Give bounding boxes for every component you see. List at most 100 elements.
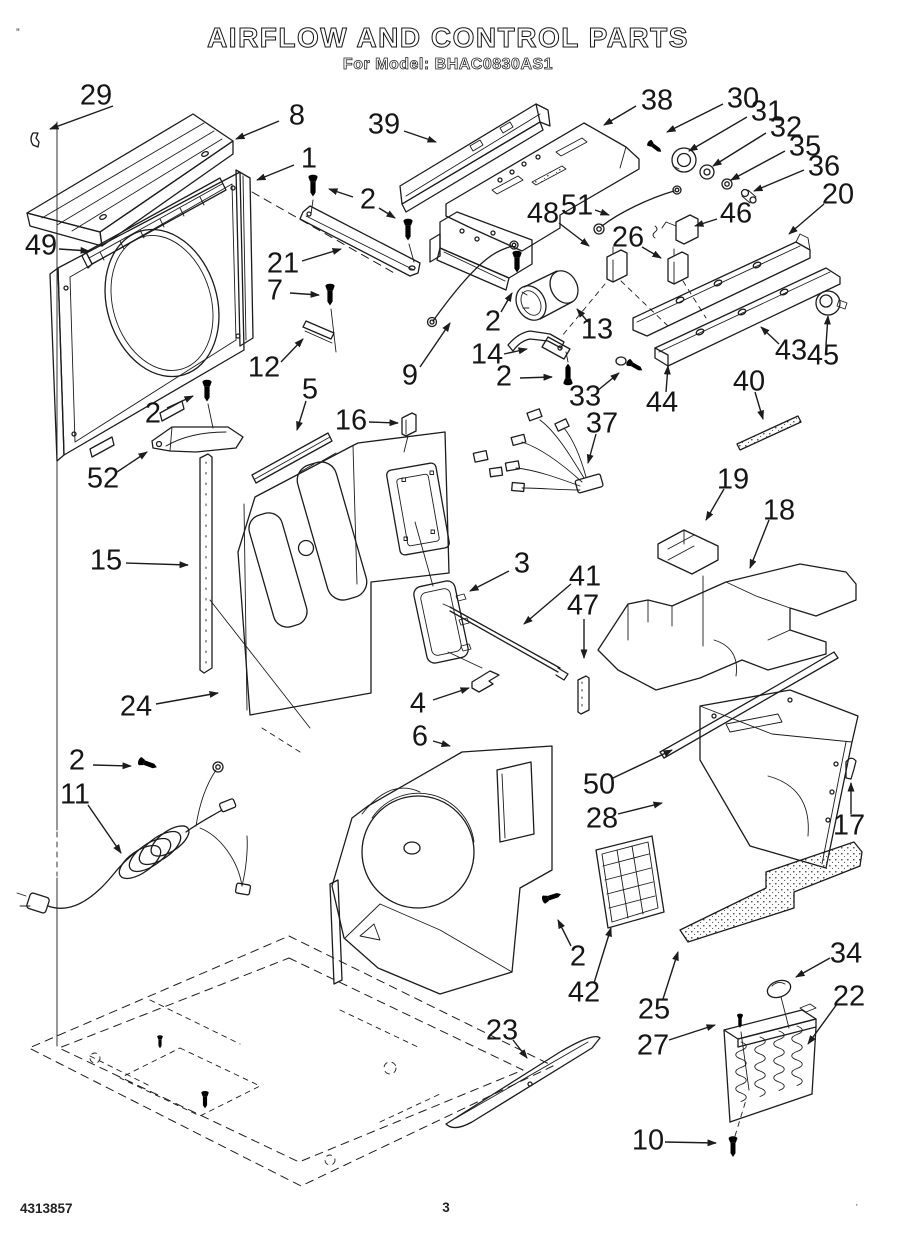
- callout-label: 52: [87, 463, 119, 495]
- callout-label: 39: [368, 109, 400, 141]
- part-capacitor-13: [515, 270, 579, 321]
- callout-label: 17: [833, 810, 865, 842]
- callout-label: 1: [301, 143, 317, 175]
- part-rail-5: [251, 432, 333, 484]
- callout-label: 23: [486, 1015, 518, 1047]
- part-spacer-47: [577, 675, 590, 715]
- callout-label: 14: [471, 339, 503, 371]
- callout-leader: [753, 169, 805, 192]
- callout-leader: [694, 218, 718, 227]
- callout-label: 46: [720, 198, 752, 230]
- callout-leader: [730, 150, 786, 181]
- callout-leader: [788, 203, 825, 235]
- part-bulkhead-24: [237, 431, 450, 753]
- callout-label: 43: [775, 335, 807, 367]
- scan-mark-top-left: ”: [16, 27, 20, 39]
- callout-leader: [432, 687, 470, 701]
- callout-label: 49: [25, 230, 57, 262]
- callout-leader: [603, 105, 637, 126]
- callout-label: 47: [567, 590, 599, 622]
- part-air-duct-18: [597, 563, 857, 691]
- part-screw-10: [728, 1099, 747, 1157]
- callout-leader: [280, 338, 304, 363]
- callout-leader: [296, 400, 307, 431]
- callout-label: 32: [770, 112, 802, 144]
- part-blade-23: [445, 1035, 601, 1129]
- part-rod-41: [442, 603, 569, 681]
- callout-leader: [301, 248, 342, 262]
- part-power-cord-11: [16, 756, 252, 914]
- callout-label: 37: [586, 408, 618, 440]
- callout-label: 13: [581, 314, 613, 346]
- callout-leader: [523, 583, 572, 625]
- part-grommet-33: [615, 356, 645, 374]
- callout-label: 44: [646, 387, 678, 419]
- scan-mark-bottom-right: ·: [855, 1199, 859, 1211]
- callout-label: 11: [60, 779, 90, 811]
- callout-label: 30: [727, 83, 759, 115]
- callout-label: 33: [569, 381, 601, 413]
- callout-leader: [166, 395, 194, 409]
- callout-label: 8: [289, 100, 305, 132]
- callout-label: 42: [568, 977, 600, 1009]
- callout-leader: [594, 208, 610, 216]
- model-subtitle: For Model: BHAC0830AS1: [343, 56, 553, 73]
- callout-leader: [519, 373, 553, 381]
- callout-label: 18: [763, 495, 795, 527]
- callout-leader: [760, 326, 780, 345]
- part-rear-panel-28: [699, 689, 859, 869]
- callout-leader: [469, 570, 510, 592]
- callout-label: 7: [267, 275, 283, 307]
- callout-label: 12: [248, 352, 280, 384]
- callout-leader: [807, 1003, 838, 1045]
- callout-label: 51: [561, 190, 593, 222]
- part-control-bracket-38: [445, 122, 640, 252]
- part-front-frame: [49, 171, 245, 462]
- callout-label: 34: [830, 938, 862, 970]
- callout-leader: [705, 488, 725, 521]
- doc-number: 4313857: [20, 1201, 73, 1216]
- callout-label: 31: [751, 96, 783, 128]
- part-control-chassis: [429, 211, 533, 291]
- callout-label: 10: [632, 1125, 664, 1157]
- callout-label: 38: [641, 85, 673, 117]
- callout-label: 50: [583, 769, 615, 801]
- part-top-cover-8: [26, 113, 234, 247]
- callout-leader: [155, 691, 219, 705]
- callout-leader: [328, 188, 354, 198]
- callout-label: 40: [733, 366, 765, 398]
- part-strap-14: [507, 330, 573, 386]
- callout-leader: [795, 957, 831, 978]
- callout-leader: [125, 561, 189, 569]
- callout-label: 5: [302, 374, 318, 406]
- part-foam-25: [679, 841, 863, 943]
- callout-leader: [116, 451, 148, 473]
- part-strip-15: [199, 453, 311, 729]
- part-clip-4: [471, 670, 500, 693]
- callout-label: 2: [69, 745, 85, 777]
- callout-label: 25: [638, 994, 670, 1026]
- callout-leader: [49, 105, 114, 130]
- callout-leader: [754, 391, 764, 420]
- callout-label: 15: [90, 545, 122, 577]
- part-curved-strip-50: [659, 651, 839, 759]
- callout-leader: [503, 347, 528, 355]
- callout-leader: [235, 120, 280, 140]
- part-rail-39: [399, 103, 551, 213]
- callout-label: 29: [80, 80, 112, 112]
- part-ground-wire-51: [593, 185, 682, 235]
- callout-label: 4: [410, 688, 426, 720]
- callout-leader: [256, 164, 295, 181]
- part-bracket-52: [151, 379, 244, 453]
- part-screw-7-bar-12: [302, 283, 337, 353]
- callout-label: 41: [569, 561, 601, 593]
- callout-label: 35: [789, 131, 821, 163]
- callout-label: 48: [527, 198, 559, 230]
- callout-label: 36: [808, 151, 840, 183]
- callout-leader: [92, 762, 132, 770]
- callout-leader: [663, 365, 671, 393]
- callout-label: 28: [586, 803, 618, 835]
- callout-leader: [593, 927, 612, 984]
- part-filter-42: [541, 835, 665, 929]
